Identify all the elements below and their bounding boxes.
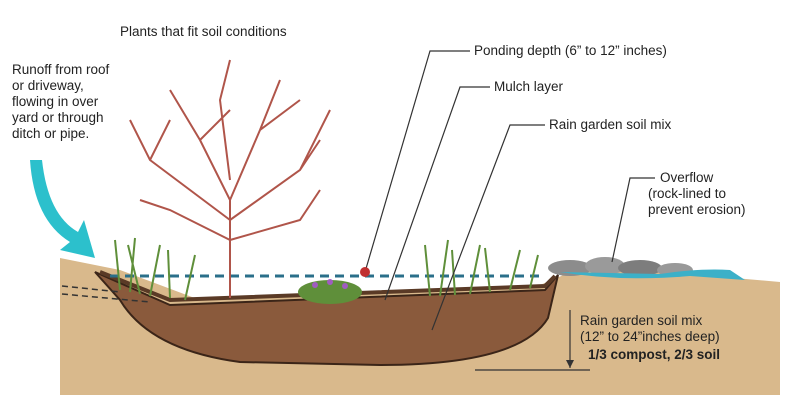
overflow-label: Overflow (rock-lined to prevent erosion) [648, 170, 746, 218]
basin-soil [94, 271, 559, 367]
mulch-layer-label: Mulch layer [494, 79, 564, 94]
ponding-depth-label: Ponding depth (6” to 12” inches) [474, 43, 667, 58]
ratio-label: 1/3 compost, 2/3 soil [588, 347, 721, 362]
runoff-line: Runoff from roof [12, 62, 110, 77]
soil-mix-label: Rain garden soil mix [549, 117, 672, 132]
plants-label: Plants that fit soil conditions [120, 24, 287, 39]
overflow-rocks [548, 257, 745, 280]
runoff-arrow [30, 160, 95, 258]
overflow-line: prevent erosion) [648, 202, 746, 217]
shrub [129, 59, 331, 298]
runoff-line: flowing in over [12, 94, 99, 109]
runoff-line: or driveway, [12, 78, 84, 93]
depth-line: Rain garden soil mix [580, 313, 703, 328]
overflow-title: Overflow [660, 170, 714, 185]
runoff-line: ditch or pipe. [12, 126, 90, 141]
depth-label: Rain garden soil mix (12” to 24”inches d… [580, 313, 720, 363]
overflow-line: (rock-lined to [648, 186, 727, 201]
runoff-label: Runoff from roof or driveway, flowing in… [12, 62, 109, 142]
runoff-line: yard or through [12, 110, 104, 125]
depth-line: (12” to 24”inches deep) [580, 329, 720, 344]
